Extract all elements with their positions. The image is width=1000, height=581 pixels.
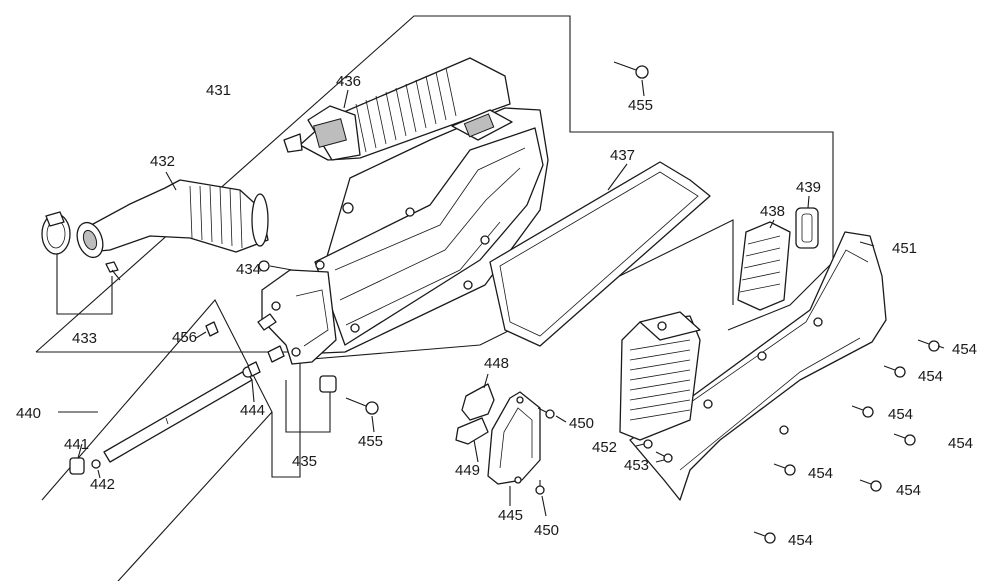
cover-451 <box>629 231 887 501</box>
label-432: 432 <box>150 153 175 170</box>
label-438: 438 <box>760 203 785 220</box>
label-455b: 455 <box>358 433 383 450</box>
label-454b: 454 <box>918 368 943 385</box>
label-449: 449 <box>455 462 480 479</box>
clip-444 <box>247 361 261 377</box>
cushion-448 <box>461 383 495 421</box>
label-434: 434 <box>236 261 261 278</box>
label-452: 452 <box>592 439 617 456</box>
label-444: 444 <box>240 402 265 419</box>
label-450b: 450 <box>534 522 559 539</box>
label-431: 431 <box>206 82 231 99</box>
label-436: 436 <box>336 73 361 90</box>
label-453: 453 <box>624 457 649 474</box>
label-448: 448 <box>484 355 509 372</box>
screw-454-d <box>893 433 916 446</box>
label-454c: 454 <box>888 406 913 423</box>
label-454f: 454 <box>896 482 921 499</box>
screw-454-b <box>883 365 906 378</box>
part-labels: 431 432 433 434 435 436 437 438 439 440 … <box>16 73 977 549</box>
fittings <box>69 321 261 475</box>
screw-452 <box>643 439 653 449</box>
label-454d: 454 <box>948 435 973 452</box>
label-456: 456 <box>172 329 197 346</box>
bolt-434 <box>258 260 293 272</box>
screw-454-e <box>773 463 796 476</box>
bracket-445 <box>487 391 541 485</box>
screw-454-f <box>859 479 882 492</box>
rod-440 <box>103 366 254 463</box>
screw-454-g <box>753 531 776 544</box>
filter-cap-439 <box>795 207 819 249</box>
label-433: 433 <box>72 330 97 347</box>
leader-lines <box>58 79 945 517</box>
washer-442 <box>91 459 101 469</box>
grommets-435 <box>319 375 337 393</box>
label-451: 451 <box>892 240 917 257</box>
bolt-455-mid <box>345 397 379 415</box>
screw-454-a <box>917 339 940 352</box>
label-450a: 450 <box>569 415 594 432</box>
label-437: 437 <box>610 147 635 164</box>
bolt-455-top <box>613 61 649 79</box>
label-435: 435 <box>292 453 317 470</box>
label-454e: 454 <box>808 465 833 482</box>
label-454a: 454 <box>952 341 977 358</box>
air-filter <box>619 311 701 441</box>
label-439: 439 <box>796 179 821 196</box>
label-441: 441 <box>64 436 89 453</box>
label-442: 442 <box>90 476 115 493</box>
label-454g: 454 <box>788 532 813 549</box>
clip-456 <box>205 321 219 337</box>
fasteners <box>345 61 940 544</box>
air-box-housing-431 <box>257 107 549 365</box>
screw-454-c <box>851 405 874 418</box>
label-445: 445 <box>498 507 523 524</box>
bolt-441 <box>69 457 85 475</box>
intake-hose-432 <box>76 179 269 259</box>
hose-clamp-433 <box>41 211 121 281</box>
gasket-437 <box>489 161 711 347</box>
cushion-449 <box>455 417 489 445</box>
filter-element-438 <box>737 221 791 311</box>
label-440: 440 <box>16 405 41 422</box>
screw-453 <box>655 451 673 463</box>
screw-450-a <box>537 407 555 419</box>
screw-450-b <box>535 480 545 495</box>
snorkel-duct-436 <box>283 57 511 161</box>
label-455a: 455 <box>628 97 653 114</box>
